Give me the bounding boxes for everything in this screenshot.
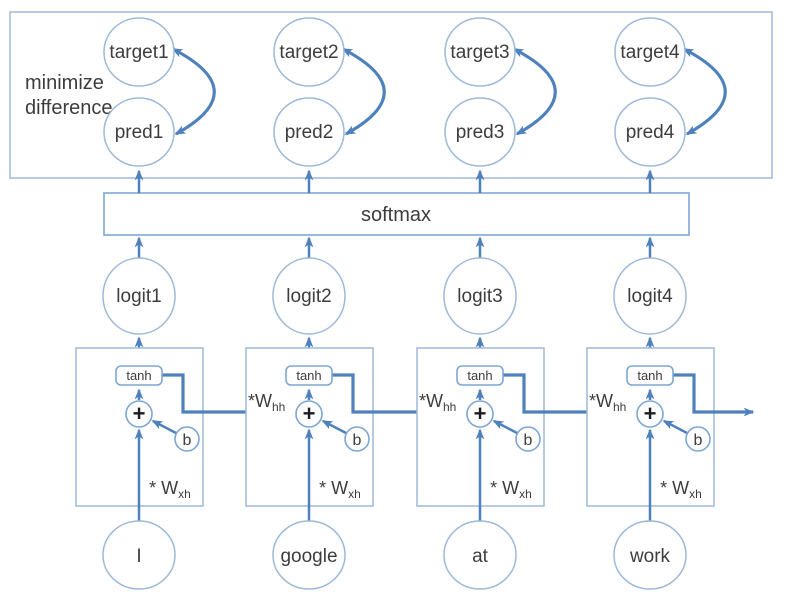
target-pred-compare-arrow [171, 47, 216, 136]
bias-node [685, 426, 711, 452]
target-node [103, 17, 175, 87]
pred-label: pred1 [115, 122, 164, 143]
sum-node [125, 400, 153, 428]
tanh-label: tanh [467, 368, 492, 383]
weight-input-label: * Wxh [149, 478, 191, 501]
target-node [614, 17, 686, 87]
bias-to-sum-arrow [492, 419, 518, 435]
weight-hidden-label: *Whh [419, 391, 456, 414]
logit-node [443, 257, 517, 335]
sum-node [636, 400, 664, 428]
column-4: target4 pred4 logit4 *Whh tanh + b * Wxh… [586, 17, 755, 590]
logit-label: logit4 [627, 286, 673, 307]
target-label: target2 [279, 42, 338, 63]
weight-input-label: * Wxh [660, 478, 702, 501]
bias-node [515, 426, 541, 452]
pred-node [614, 97, 686, 167]
pred-node [103, 97, 175, 167]
plus-label: + [644, 401, 657, 426]
plus-label: + [133, 401, 146, 426]
input-label: google [280, 546, 337, 567]
pred-node [444, 97, 516, 167]
column-3: target3 pred3 logit3 *Whh tanh + b * Wxh… [416, 17, 637, 590]
tanh-box [626, 365, 674, 386]
hidden-state-connector [162, 373, 296, 417]
input-node [613, 520, 687, 590]
hidden-state-output-arrow [673, 373, 755, 417]
bias-to-sum-arrow [662, 419, 688, 435]
bias-to-sum-arrow [151, 419, 177, 435]
caption-minimize: minimize [25, 72, 104, 94]
logit-label: logit2 [286, 286, 331, 307]
plus-label: + [474, 401, 487, 426]
tanh-box [115, 365, 163, 386]
softmax-label: softmax [361, 204, 431, 226]
bias-node [174, 426, 200, 452]
tanh-box [456, 365, 504, 386]
logit-node [102, 257, 176, 335]
bias-label: b [524, 432, 533, 449]
target-label: target1 [109, 42, 168, 63]
column-1: target1 pred1 logit1 tanh + b * Wxh I [75, 17, 296, 590]
bias-node [344, 426, 370, 452]
logit-label: logit3 [457, 286, 502, 307]
sum-node [295, 400, 323, 428]
pred-node [273, 97, 345, 167]
logit-node [272, 257, 346, 335]
bias-to-sum-arrow [321, 419, 347, 435]
target-pred-compare-arrow [341, 47, 386, 136]
tanh-box [285, 365, 333, 386]
hidden-state-connector [503, 373, 637, 417]
weight-input-label: * Wxh [490, 478, 532, 501]
target-node [273, 17, 345, 87]
bias-label: b [353, 432, 362, 449]
input-label: at [472, 546, 489, 567]
tanh-label: tanh [637, 368, 662, 383]
caption-difference: difference [25, 97, 112, 119]
target-label: target4 [620, 42, 680, 63]
input-node [272, 520, 346, 590]
weight-hidden-label: *Whh [248, 391, 285, 414]
target-node [444, 17, 516, 87]
input-label: I [136, 546, 141, 567]
hidden-state-connector [332, 373, 467, 417]
logit-label: logit1 [116, 286, 161, 307]
weight-hidden-label: *Whh [589, 391, 626, 414]
column-2: target2 pred2 logit2 *Whh tanh + b * Wxh… [245, 17, 467, 590]
bias-label: b [694, 432, 703, 449]
weight-input-label: * Wxh [319, 478, 361, 501]
target-pred-compare-arrow [512, 47, 557, 136]
input-label: work [629, 546, 671, 567]
bias-label: b [183, 432, 192, 449]
target-label: target3 [450, 42, 509, 63]
tanh-label: tanh [126, 368, 151, 383]
pred-label: pred3 [456, 122, 505, 143]
softmax-box [103, 192, 690, 236]
logit-node [613, 257, 687, 335]
target-pred-compare-arrow [682, 47, 727, 136]
sum-node [466, 400, 494, 428]
input-node [443, 520, 517, 590]
pred-label: pred2 [285, 122, 334, 143]
plus-label: + [303, 401, 316, 426]
tanh-label: tanh [296, 368, 321, 383]
input-node [102, 520, 176, 590]
pred-label: pred4 [626, 122, 675, 143]
